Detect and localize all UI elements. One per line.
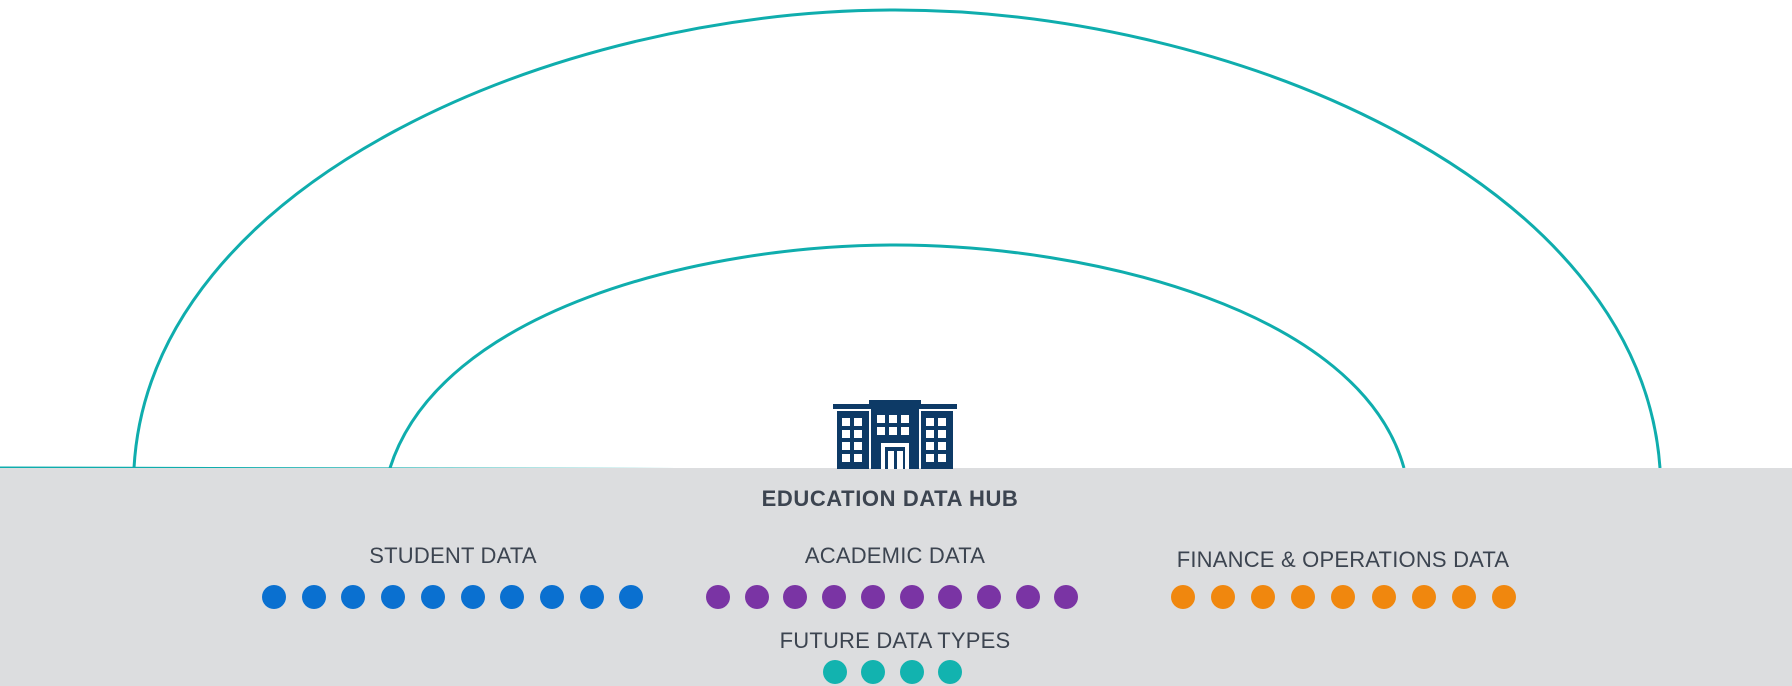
finance-data-dot (1331, 585, 1356, 609)
finance-operations-data-label: FINANCE & OPERATIONS DATA (1176, 547, 1510, 572)
future-data-dot (861, 660, 886, 684)
outer-arc (132, 8, 1662, 469)
student-data-dot (301, 585, 326, 609)
academic-data-dot (1015, 585, 1040, 609)
student-data-label: STUDENT DATA (369, 543, 537, 568)
academic-data-dot (822, 585, 847, 609)
academic-data-dot (899, 585, 924, 609)
finance-data-dot (1211, 585, 1236, 609)
student-data-dot (460, 585, 485, 609)
school-building-icon (833, 400, 957, 469)
finance-data-dot (1491, 585, 1516, 609)
academic-data-dot (1054, 585, 1079, 609)
academic-data-dot (860, 585, 885, 609)
academic-data-dot (706, 585, 730, 609)
student-data-dot (500, 585, 525, 609)
finance-data-dot (1171, 585, 1195, 609)
student-data-dot (381, 585, 406, 609)
academic-data-label: ACADEMIC DATA (804, 543, 986, 568)
future-data-types-label: FUTURE DATA TYPES (779, 628, 1011, 653)
inner-arc (388, 243, 1406, 469)
student-data-dot (420, 585, 445, 609)
future-data-dot (899, 660, 924, 684)
finance-data-dot (1251, 585, 1276, 609)
academic-data-dot (938, 585, 963, 609)
future-data-dot (823, 660, 847, 684)
student-data-dot (341, 585, 366, 609)
academic-data-dot (976, 585, 1001, 609)
academic-data-dot (744, 585, 769, 609)
academic-data-dot (783, 585, 808, 609)
hub-title: EDUCATION DATA HUB (761, 486, 1019, 511)
student-data-dot (619, 585, 644, 609)
student-data-dot (579, 585, 604, 609)
future-data-dot (937, 660, 962, 684)
finance-data-dot (1291, 585, 1316, 609)
finance-data-dot (1451, 585, 1476, 609)
student-data-dot (539, 585, 564, 609)
finance-data-dot (1371, 585, 1396, 609)
data-panel (0, 468, 1792, 686)
finance-data-dot (1411, 585, 1436, 609)
student-data-dot (262, 585, 286, 609)
